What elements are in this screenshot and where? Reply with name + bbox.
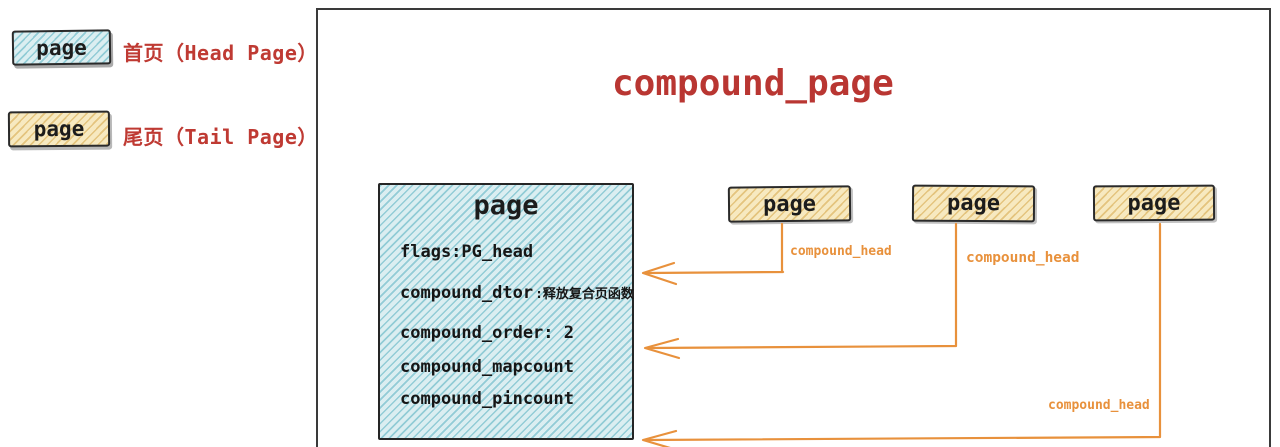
legend-tail-page-box-label: page <box>33 116 85 142</box>
tail-page-box-2-label: page <box>946 190 1001 217</box>
legend-tail-page-box: page <box>7 110 111 148</box>
field-compound-order: compound_order: 2 <box>400 323 576 343</box>
tail-page-box-1-label: page <box>762 191 817 217</box>
field-compound-dtor-name: compound_dtor <box>400 283 534 303</box>
field-compound-mapcount: compound_mapcount <box>400 357 576 377</box>
tail-page-box-1: page <box>727 185 852 223</box>
head-page-struct-title: page <box>473 190 539 221</box>
tail-page-box-3-label: page <box>1127 190 1181 216</box>
field-compound-pincount-name: compound_pincount <box>400 389 574 409</box>
head-page-struct: page flags:PG_head compound_dtor:释放复合页函数… <box>378 183 634 440</box>
legend-head-page-label: 首页（Head Page） <box>123 41 318 65</box>
edge-label-compound-head-1: compound_head <box>790 244 892 259</box>
legend-head-page-box: page <box>11 29 112 66</box>
field-flags-name: flags:PG_head <box>400 242 534 262</box>
tail-page-box-3: page <box>1092 184 1216 222</box>
diagram-title: compound_page <box>612 63 894 104</box>
tail-page-box-2: page <box>911 184 1036 223</box>
field-compound-pincount: compound_pincount <box>400 389 576 409</box>
field-compound-dtor: compound_dtor:释放复合页函数 <box>400 283 634 303</box>
legend-tail-page-label: 尾页（Tail Page） <box>123 125 318 149</box>
field-compound-mapcount-name: compound_mapcount <box>400 357 574 377</box>
edge-label-compound-head-2: compound_head <box>966 250 1080 266</box>
field-compound-order-name: compound_order: 2 <box>400 323 574 343</box>
legend-head-page-box-label: page <box>36 35 87 60</box>
field-flags: flags:PG_head <box>400 242 535 262</box>
field-compound-dtor-note: :释放复合页函数 <box>535 287 634 302</box>
edge-label-compound-head-3: compound_head <box>1048 398 1150 413</box>
